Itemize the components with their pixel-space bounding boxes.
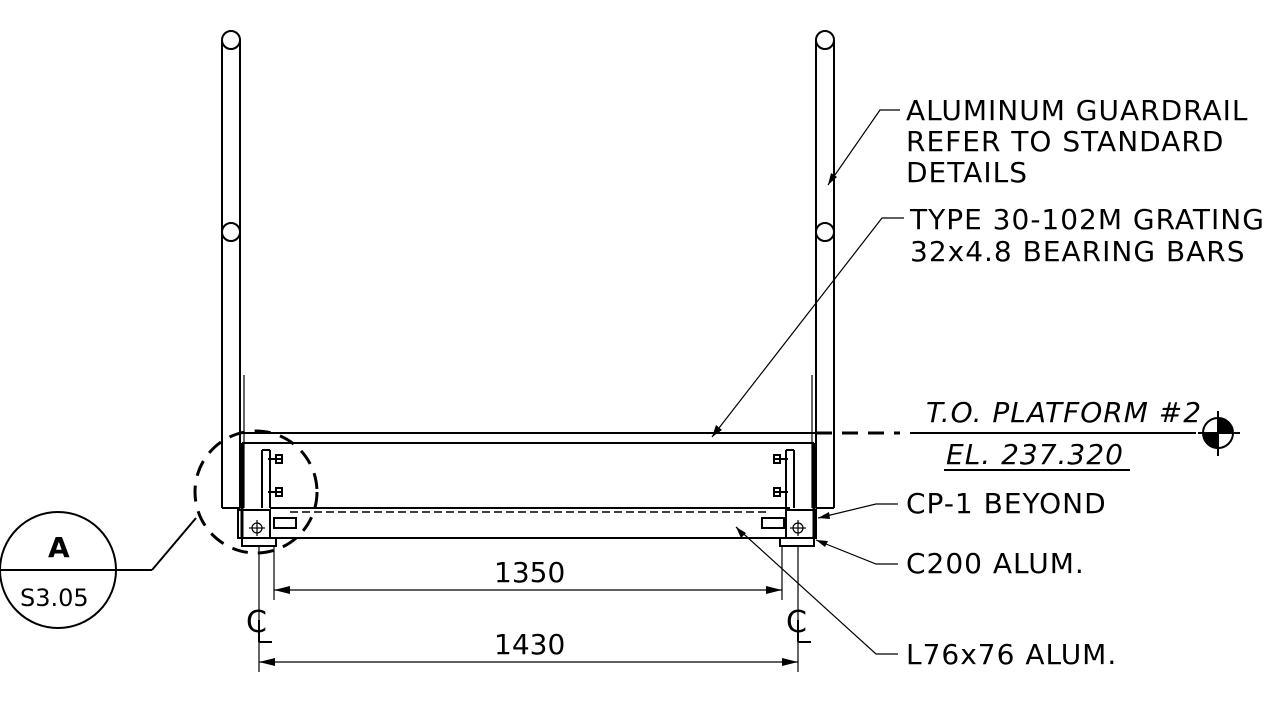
grating-callout-line1: TYPE 30-102M GRATING (909, 203, 1265, 236)
elevation-label-top: T.O. PLATFORM #2 (926, 396, 1202, 429)
cp1-callout: CP-1 BEYOND (906, 487, 1107, 520)
dimension-outer-value: 1430 (494, 628, 565, 661)
grating-platform (240, 432, 816, 539)
centerline-right: C (786, 605, 811, 643)
angle-callout: L76x76 ALUM. (906, 638, 1117, 671)
leader-grating (711, 217, 904, 438)
dimension-inner-value: 1350 (494, 556, 565, 589)
centerline-left: C (246, 605, 272, 643)
leader-angle (735, 526, 898, 655)
leader-guardrail (827, 109, 900, 186)
left-angle-l76 (237, 509, 297, 547)
svg-text:C: C (786, 605, 807, 640)
leader-cp1 (817, 503, 898, 519)
dimension-outer (258, 546, 799, 672)
elevation-label-bottom: EL. 237.320 (946, 438, 1124, 471)
detail-callout-circle (112, 429, 319, 571)
left-guardrail-post (221, 30, 245, 509)
grating-callout-line2: 32x4.8 BEARING BARS (910, 235, 1246, 268)
elevation-marker (816, 411, 1240, 471)
leader-channel (815, 539, 898, 565)
channel-callout: C200 ALUM. (906, 547, 1085, 580)
right-guardrail-post (811, 30, 835, 509)
right-channel-c200 (773, 442, 816, 538)
dimension-inner (273, 546, 783, 600)
guardrail-callout-line2: REFER TO STANDARD (906, 125, 1224, 158)
detail-tag-sheet: S3.05 (20, 584, 89, 612)
guardrail-callout-line1: ALUMINUM GUARDRAIL (906, 94, 1248, 127)
left-channel-c200 (240, 442, 283, 538)
detail-tag (0, 511, 117, 629)
guardrail-callout-line3: DETAILS (906, 156, 1028, 189)
svg-text:C: C (246, 605, 267, 640)
right-angle-l76 (761, 509, 817, 547)
detail-tag-letter: A (48, 531, 70, 564)
